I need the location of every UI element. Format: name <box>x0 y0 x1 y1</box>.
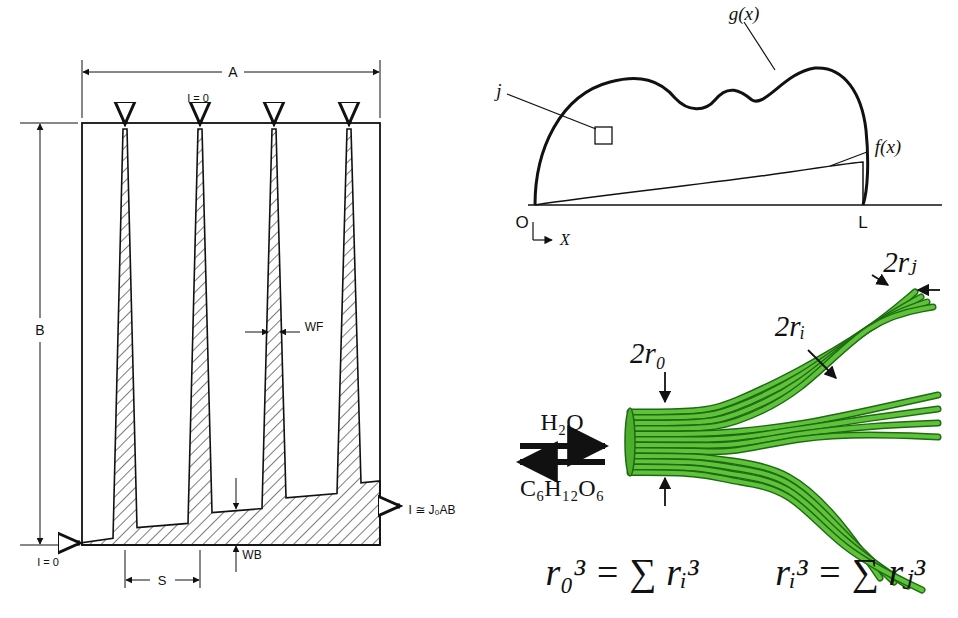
axis-label: X <box>560 232 570 248</box>
flow-label: C₆H₁₂O₆ <box>520 476 604 500</box>
dimension-arrows <box>520 275 940 506</box>
dimension-label: WF <box>305 321 324 333</box>
element-label: j <box>496 81 501 100</box>
axis-label: O <box>515 214 528 231</box>
dimension-label: A <box>228 65 237 79</box>
curve-diagram <box>507 22 942 240</box>
flow-label: H₂O <box>540 410 583 434</box>
radius-label: 2r₀ <box>630 339 666 368</box>
murray-law: rᵢ³ = ∑ rⱼ³ <box>775 553 925 591</box>
current-label: I = 0 <box>37 557 59 568</box>
tube-bundle <box>625 292 938 590</box>
current-label: I ≅ J₀AB <box>408 504 455 516</box>
curve-label: g(x) <box>729 3 760 22</box>
current-label: I = 0 <box>187 93 209 104</box>
dimension-label: B <box>35 323 44 337</box>
radius-label: 2rᵢ <box>775 312 805 341</box>
dimension-label: WB <box>242 549 261 561</box>
curve-label: f(x) <box>875 137 901 156</box>
radius-label: 2rⱼ <box>883 248 916 277</box>
fin-diagram <box>20 60 400 588</box>
axis-label: L <box>858 214 867 231</box>
dimension-label: S <box>158 574 167 587</box>
murray-law: r₀³ = ∑ rᵢ³ <box>546 553 699 591</box>
